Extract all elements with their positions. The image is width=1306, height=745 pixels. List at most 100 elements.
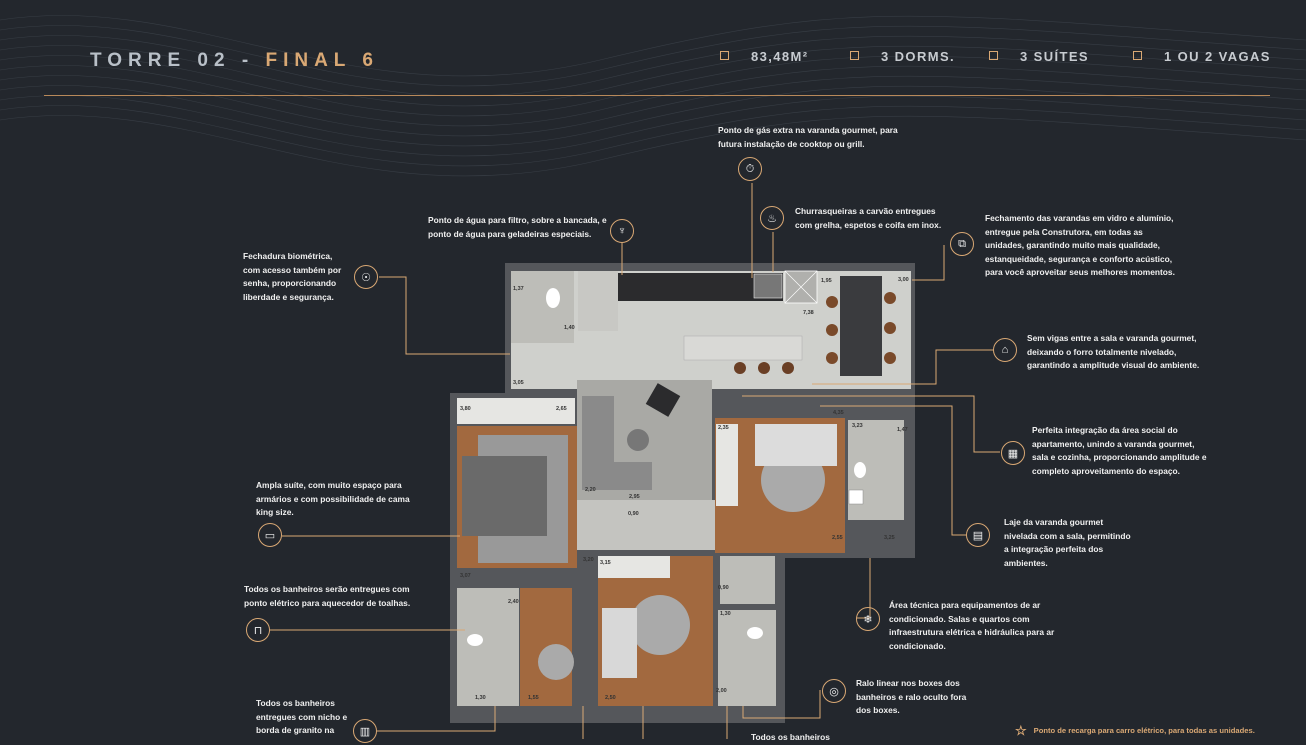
dimension-label: 3,25 — [884, 535, 895, 541]
dimension-label: 1,55 — [528, 695, 539, 701]
plan-bathroom-top — [511, 271, 574, 343]
window-icon: ⧉ — [950, 232, 974, 256]
plan-stool — [758, 362, 770, 374]
snowflake-icon: ❄ — [856, 607, 880, 631]
plan-master-bathroom — [457, 588, 519, 706]
plan-rug-round — [538, 644, 574, 680]
plan-chair — [884, 322, 896, 334]
plan-bath-bottom-a — [720, 556, 775, 604]
plan-chair — [826, 352, 838, 364]
water-drop-icon: ♆ — [610, 219, 634, 243]
plan-armchair — [645, 383, 681, 417]
plan-chair — [884, 292, 896, 304]
dimension-label: 3,15 — [600, 560, 611, 566]
dimension-label: 2,50 — [605, 695, 616, 701]
dimension-label: 4,35 — [833, 410, 844, 416]
note-glass-closure: Fechamento das varandas em vidro e alumí… — [985, 213, 1175, 278]
barbecue-icon: ♨ — [760, 206, 784, 230]
star-icon: ☆ — [1015, 723, 1027, 738]
note-barbecue: Churrasqueiras a carvão entregues com gr… — [795, 206, 942, 230]
slab-icon: ▤ — [966, 523, 990, 547]
square-bullet-icon — [720, 51, 729, 60]
note-air-conditioning: Área técnica para equipamentos de ar con… — [889, 600, 1055, 651]
note-water-point: Ponto de água para filtro, sobre a banca… — [428, 215, 607, 239]
specs-bar: 83,48M² 3 DORMS. 3 SUÍTES 1 OU 2 VAGAS — [0, 49, 1306, 69]
footer-note: ☆Ponto de recarga para carro elétrico, p… — [1015, 723, 1255, 738]
dimension-label: 3,00 — [898, 277, 909, 283]
dimension-label: 3,23 — [852, 423, 863, 429]
dimension-label: 2,00 — [716, 688, 727, 694]
final-label: FINAL 6 — [265, 50, 379, 71]
square-bullet-icon — [1133, 51, 1142, 60]
spec-suites: 3 SUÍTES — [989, 49, 1089, 64]
ceiling-icon: ⌂ — [993, 338, 1017, 362]
plan-bedroom2-rug — [630, 595, 690, 655]
dimension-label: 2,65 — [556, 406, 567, 412]
dimension-label: 0,90 — [628, 511, 639, 517]
dimension-label: 3,07 — [460, 573, 471, 579]
note-towel-heater: Todos os banheiros serão entregues com p… — [244, 584, 411, 608]
dimension-label: 2,20 — [585, 487, 596, 493]
plan-bedroom3-bed — [755, 424, 837, 466]
bed-icon: ▭ — [258, 523, 282, 547]
plan-toilet — [546, 288, 560, 308]
spec-dorms: 3 DORMS. — [850, 49, 955, 64]
drain-icon: ◎ — [822, 679, 846, 703]
plan-stool — [734, 362, 746, 374]
plan-shaft-cross-b — [784, 270, 818, 304]
dimension-label: 2,95 — [629, 494, 640, 500]
spec-area: 83,48M² — [720, 49, 809, 64]
note-granite-niche: Todos os banheiros entregues com nicho e… — [256, 698, 348, 736]
dimension-label: 1,30 — [475, 695, 486, 701]
plan-chair — [884, 352, 896, 364]
dimension-label: 1,40 — [564, 325, 575, 331]
dimension-label: 0,90 — [718, 585, 729, 591]
integration-icon: ▦ — [1001, 441, 1025, 465]
plan-coffee-table — [627, 429, 649, 451]
note-biometric-lock: Fechadura biométrica, com acesso também … — [243, 251, 342, 302]
spec-parking: 1 OU 2 VAGAS — [1133, 49, 1271, 64]
towel-icon: ⊓ — [246, 618, 270, 642]
title-separator: - — [230, 50, 266, 71]
plan-toilet — [467, 634, 483, 646]
note-linear-drain: Ralo linear nos boxes dos banheiros e ra… — [856, 678, 967, 716]
niche-icon: ▥ — [353, 719, 377, 743]
dimension-label: 3,20 — [583, 557, 594, 563]
fingerprint-icon: ☉ — [354, 265, 378, 289]
tower-label: TORRE 02 — [90, 50, 231, 71]
plan-stool — [782, 362, 794, 374]
square-bullet-icon — [989, 51, 998, 60]
dimension-label: 1,30 — [720, 611, 731, 617]
note-master-suite: Ampla suíte, com muito espaço para armár… — [256, 480, 410, 518]
plan-chair — [826, 324, 838, 336]
note-integration: Perfeita integração da área social do ap… — [1032, 425, 1207, 476]
note-level-slab: Laje da varanda gourmet nivelada com a s… — [1004, 517, 1131, 568]
note-bathrooms-bottom: Todos os banheiros — [751, 732, 830, 742]
dimension-label: 2,35 — [718, 425, 729, 431]
header-divider — [44, 95, 1270, 96]
dimension-label: 3,05 — [513, 380, 524, 386]
note-no-beams: Sem vigas entre a sala e varanda gourmet… — [1027, 333, 1200, 371]
plan-chair — [826, 296, 838, 308]
dimension-label: 2,55 — [832, 535, 843, 541]
page-title: TORRE 02 - FINAL 6 — [90, 50, 379, 72]
note-gas-point: Ponto de gás extra na varanda gourmet, p… — [718, 125, 898, 149]
plan-service-area — [578, 271, 618, 331]
dimension-label: 1,47 — [897, 427, 908, 433]
plan-master-bed — [462, 456, 547, 536]
dimension-label: 2,40 — [508, 599, 519, 605]
plan-bath-right-shaft — [848, 489, 864, 505]
plan-bedroom2-closet — [598, 556, 670, 578]
plan-bedroom3-closet — [716, 424, 738, 506]
plan-sofa-chaise — [582, 462, 652, 490]
plan-bedroom2-bed — [602, 608, 637, 678]
plan-island — [683, 335, 803, 361]
plan-master-closet — [457, 398, 575, 424]
plan-toilet — [854, 462, 866, 478]
dimension-label: 1,37 — [513, 286, 524, 292]
gas-icon: ⏱ — [738, 157, 762, 181]
dimension-label: 7,38 — [803, 310, 814, 316]
dimension-label: 1,95 — [821, 278, 832, 284]
square-bullet-icon — [850, 51, 859, 60]
plan-toilet — [747, 627, 763, 639]
